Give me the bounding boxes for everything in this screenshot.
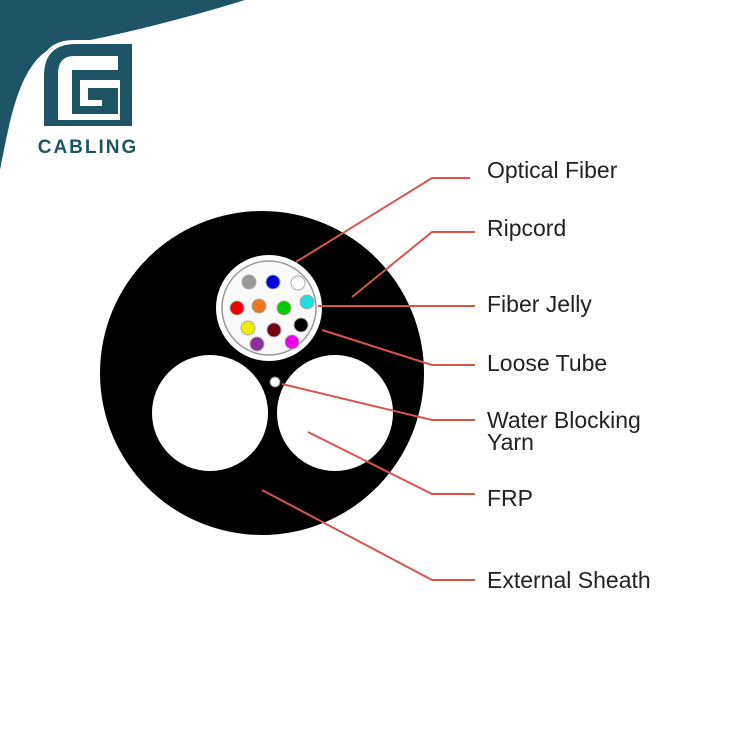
logo-g-mark bbox=[58, 56, 120, 120]
fiber-5 bbox=[251, 298, 267, 314]
label-external-sheath: External Sheath bbox=[487, 567, 651, 593]
fiber-4 bbox=[229, 300, 245, 316]
frp-left bbox=[152, 355, 268, 471]
label-water-blocking: Water Blocking bbox=[487, 407, 641, 433]
label-fiber-jelly: Fiber Jelly bbox=[487, 291, 592, 317]
fiber-6 bbox=[276, 300, 292, 316]
label-ripcord: Ripcord bbox=[487, 215, 566, 241]
fiber-8 bbox=[240, 320, 256, 336]
leader-external-sheath bbox=[261, 489, 475, 581]
optical-fibers bbox=[229, 274, 315, 352]
leader-optical-fiber bbox=[295, 177, 470, 263]
leader-frp bbox=[307, 431, 475, 495]
leader-loose-tube bbox=[321, 329, 475, 366]
leader-ripcord bbox=[351, 231, 475, 298]
fiber-2 bbox=[265, 274, 281, 290]
label-frp: FRP bbox=[487, 485, 533, 511]
fiber-10 bbox=[293, 317, 309, 333]
label-yarn: Yarn bbox=[487, 429, 534, 455]
fiber-3 bbox=[290, 275, 306, 291]
label-loose-tube: Loose Tube bbox=[487, 350, 607, 376]
fiber-1 bbox=[241, 274, 257, 290]
label-optical-fiber: Optical Fiber bbox=[487, 157, 618, 183]
frp-right bbox=[277, 355, 393, 471]
fiber-9 bbox=[266, 322, 282, 338]
logo-text: CABLING bbox=[38, 137, 139, 158]
fiber-11 bbox=[249, 336, 265, 352]
logo: CABLING bbox=[0, 0, 245, 170]
leader-lines bbox=[261, 177, 475, 581]
fiber-7 bbox=[299, 294, 315, 310]
leader-water-blocking-yarn bbox=[281, 383, 475, 421]
fiber-12 bbox=[284, 334, 300, 350]
water-blocking-yarn bbox=[269, 376, 281, 388]
